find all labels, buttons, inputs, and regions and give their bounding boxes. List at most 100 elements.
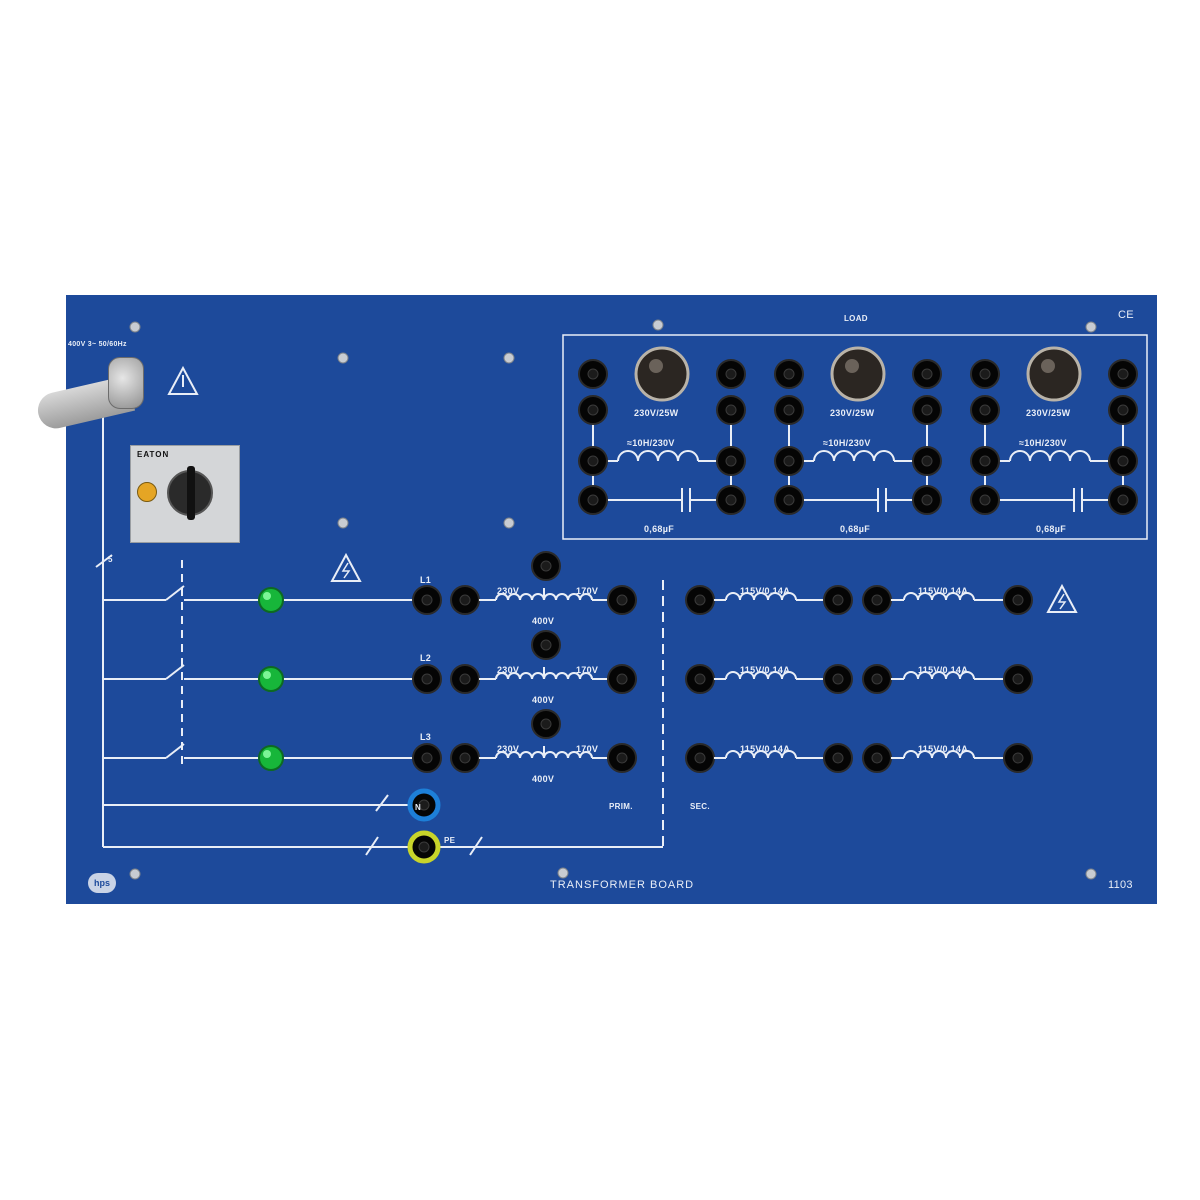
bulb-icon [634,346,690,402]
high-voltage-icon [330,552,362,582]
screw-icon [129,868,141,880]
trip-dial[interactable] [137,482,157,502]
load-socket-hole [921,368,933,380]
load-socket-hole [979,368,991,380]
load-socket-hole [783,368,795,380]
load-socket-hole [783,404,795,416]
lamp-label-1: 230V/25W [634,408,679,418]
secondary-coil-a [725,592,797,601]
sec-a-label-1: 115V/0,14A [740,586,791,596]
inductor-label-3: ≈10H/230V [1019,438,1067,448]
primary-socket-hole [459,752,471,764]
indicator-lamp-icon[interactable] [258,666,284,692]
earth-tick [469,836,483,856]
earth-tick [365,836,379,856]
secondary-socket-hole [1012,673,1024,685]
cable-cores-label: 5 [108,555,113,564]
cable-gland [108,357,144,409]
sec-b-label-1: 115V/0,14A [918,586,969,596]
indicator-lamp-icon[interactable] [258,587,284,613]
primary-coil-right [543,593,593,601]
load-socket-hole [921,455,933,467]
load-socket-hole [783,455,795,467]
secondary-socket-hole [694,594,706,606]
phase-socket-hole [421,752,433,764]
cable-cores-tick [95,554,113,568]
primary-label: PRIM. [609,802,633,811]
sec-a-label-3: 115V/0,14A [740,744,791,754]
switch-contact [165,664,185,680]
screw-icon [1085,321,1097,333]
high-voltage-bolt [1057,593,1067,610]
board-title: TRANSFORMER BOARD [550,879,695,891]
rotary-knob[interactable] [167,466,213,520]
prim-right-label-2: 170V [576,665,599,675]
sec-a-label-2: 115V/0,14A [740,665,791,675]
neutral-label: N [415,803,422,812]
load-title: LOAD [844,314,868,323]
primary-tap-socket-hole [540,560,552,572]
prim-right-label-3: 170V [576,744,599,754]
secondary-socket-hole [1012,752,1024,764]
prim-left-label-2: 230V [497,665,520,675]
warning-icon [167,365,199,395]
board-number: 1103 [1108,879,1133,891]
earth-label: PE [444,836,456,845]
secondary-coil-b [903,750,975,759]
bulb-reflection [649,359,663,373]
load-socket-hole [587,494,599,506]
prim-total-label-3: 400V [532,774,555,784]
indicator-lamp-glint [263,750,271,758]
secondary-coil-b [903,671,975,680]
secondary-label: SEC. [690,802,710,811]
neutral-socket-hole [418,799,430,811]
secondary-socket-hole [871,752,883,764]
indicator-lamp-glint [263,671,271,679]
capacitor-label-3: 0,68µF [1036,524,1066,534]
secondary-socket-hole [832,752,844,764]
load-socket-hole [587,455,599,467]
ce-mark: CE [1118,309,1134,321]
primary-socket-hole [616,752,628,764]
transformer-board: EATON hps 400V 3~ 50/60Hz CE LOAD 5 N PE… [34,295,1157,904]
prim-right-label-1: 170V [576,586,599,596]
load-frame [562,334,1148,540]
indicator-lamp-glint [263,592,271,600]
load-socket-hole [979,404,991,416]
inductor-symbol [617,450,699,462]
capacitor-label-1: 0,68µF [644,524,674,534]
bulb-icon [830,346,886,402]
primary-coil-left [495,672,545,680]
secondary-socket-hole [832,594,844,606]
load-socket-hole [1117,494,1129,506]
phase-socket-hole [421,594,433,606]
lamp-label-3: 230V/25W [1026,408,1071,418]
bulb-reflection [845,359,859,373]
screw-icon [557,867,569,879]
inductor-label-1: ≈10H/230V [627,438,675,448]
phase-socket-hole [421,673,433,685]
prim-total-label-1: 400V [532,616,555,626]
lamp-label-2: 230V/25W [830,408,875,418]
earth-socket-hole [418,841,430,853]
primary-coil-left [495,593,545,601]
load-socket-hole [921,404,933,416]
bulb-icon [1026,346,1082,402]
main-switch[interactable]: EATON [130,445,240,543]
secondary-socket-hole [871,673,883,685]
indicator-lamp-icon[interactable] [258,745,284,771]
inductor-label-2: ≈10H/230V [823,438,871,448]
secondary-socket-hole [694,673,706,685]
secondary-socket-hole [871,594,883,606]
secondary-socket-hole [1012,594,1024,606]
screw-icon [129,321,141,333]
primary-coil-left [495,751,545,759]
bulb-reflection [1041,359,1055,373]
primary-socket-hole [459,673,471,685]
prim-left-label-1: 230V [497,586,520,596]
switch-brand: EATON [137,450,170,459]
load-socket-hole [1117,368,1129,380]
load-socket-hole [725,455,737,467]
screw-icon [1085,868,1097,880]
primary-coil-right [543,751,593,759]
